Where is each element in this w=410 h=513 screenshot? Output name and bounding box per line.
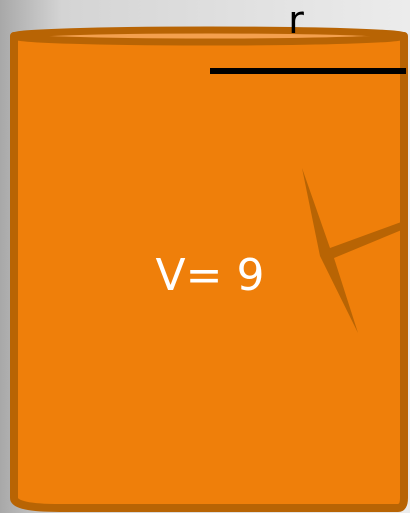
cylinder-top-ellipse: [10, 26, 408, 46]
crack-mark: [302, 168, 404, 333]
volume-label: V= 9: [156, 250, 265, 301]
cylinder-body: [10, 32, 408, 512]
radius-label: r: [288, 0, 304, 42]
